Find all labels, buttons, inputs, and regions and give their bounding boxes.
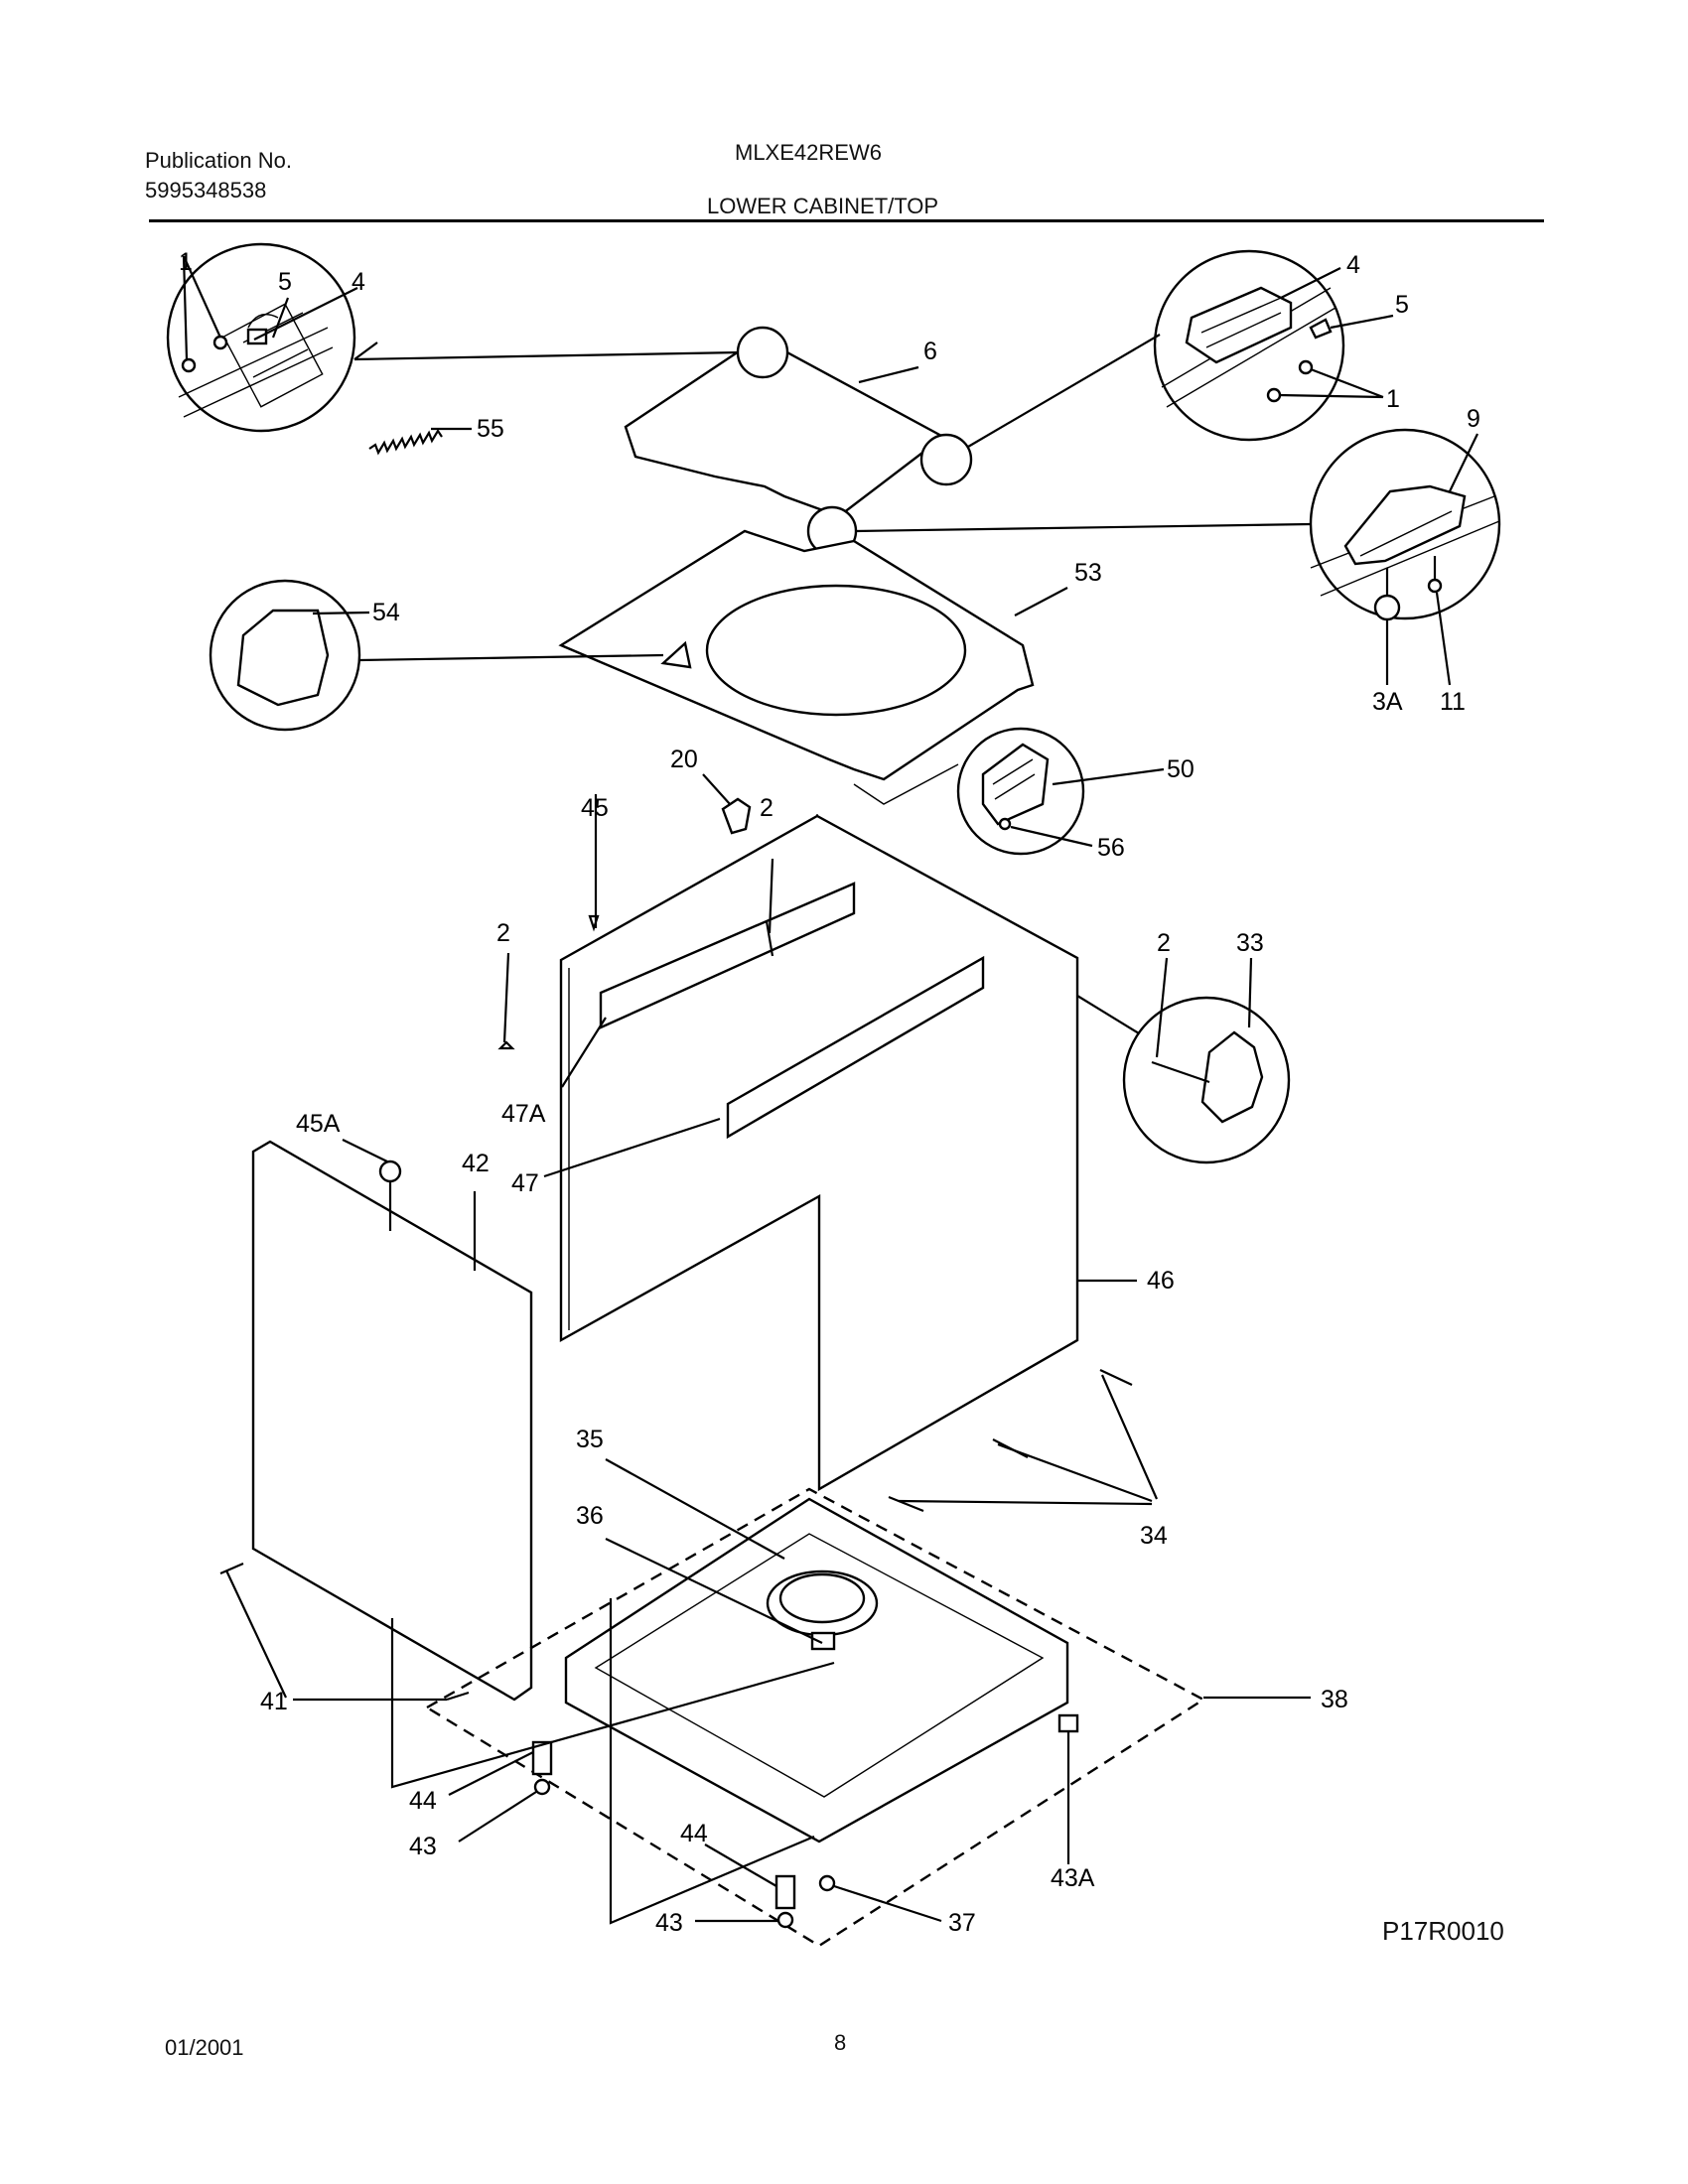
callout-4b: 4 <box>1346 251 1360 279</box>
callout-47a: 47A <box>501 1100 546 1128</box>
callout-5a: 5 <box>278 268 292 296</box>
callout-54: 54 <box>372 599 400 626</box>
clip-20 <box>721 797 752 835</box>
callout-37: 37 <box>948 1909 976 1937</box>
callout-33: 33 <box>1236 929 1264 957</box>
header-rule <box>149 219 1544 222</box>
detail-hinge-left <box>166 242 358 433</box>
callout-43A: 43A <box>1051 1864 1095 1892</box>
cabinet-46 <box>559 814 1137 1492</box>
top-cover-53 <box>558 529 1068 805</box>
callout-38: 38 <box>1321 1686 1348 1713</box>
callout-35: 35 <box>576 1426 604 1453</box>
callout-41: 41 <box>260 1688 288 1715</box>
callout-11: 11 <box>1440 688 1466 716</box>
callout-2a: 2 <box>760 794 774 822</box>
callout-43a: 43 <box>409 1833 437 1860</box>
detail-lid-switch <box>1309 428 1501 621</box>
callout-55: 55 <box>477 415 504 443</box>
callout-45: 45 <box>581 794 609 822</box>
feet <box>531 1713 1079 1929</box>
detail-bracket-50 <box>956 727 1085 856</box>
side-panel-42 <box>251 1140 533 1702</box>
callout-53: 53 <box>1074 559 1102 587</box>
base-38 <box>424 1487 1311 1948</box>
callout-20: 20 <box>670 746 698 773</box>
callout-45a: 45A <box>296 1110 341 1138</box>
detail-33 <box>1122 996 1291 1164</box>
callout-56: 56 <box>1097 834 1125 862</box>
detail-54 <box>209 579 361 732</box>
callout-43b: 43 <box>655 1909 683 1937</box>
callout-6: 6 <box>923 338 937 365</box>
callout-9: 9 <box>1467 405 1480 433</box>
callout-34: 34 <box>1140 1522 1168 1550</box>
publication-number: 5995348538 <box>145 178 267 203</box>
spring-55 <box>368 427 472 456</box>
callout-4a: 4 <box>352 268 365 296</box>
callout-3a: 3A <box>1372 688 1403 716</box>
callout-36: 36 <box>576 1502 604 1530</box>
callout-44b: 44 <box>680 1820 708 1847</box>
section-title: LOWER CABINET/TOP <box>707 194 939 218</box>
page-number: 8 <box>834 2030 847 2055</box>
callout-42: 42 <box>462 1150 490 1177</box>
model-number: MLXE42REW6 <box>735 140 882 165</box>
callout-1a: 1 <box>179 248 193 276</box>
callout-2c: 2 <box>1157 929 1171 957</box>
callout-50: 50 <box>1167 755 1195 783</box>
callout-1b: 1 <box>1386 385 1400 413</box>
top-lid-6 <box>624 326 973 557</box>
callout-47: 47 <box>511 1169 539 1197</box>
publication-label: Publication No. <box>145 148 292 173</box>
callout-2b: 2 <box>496 919 510 947</box>
detail-hinge-right <box>1153 249 1345 442</box>
callout-46: 46 <box>1147 1267 1175 1295</box>
figure-code: P17R0010 <box>1382 1916 1504 1946</box>
footer-date: 01/2001 <box>165 2035 244 2060</box>
callout-5b: 5 <box>1395 291 1409 319</box>
callout-44a: 44 <box>409 1787 437 1815</box>
